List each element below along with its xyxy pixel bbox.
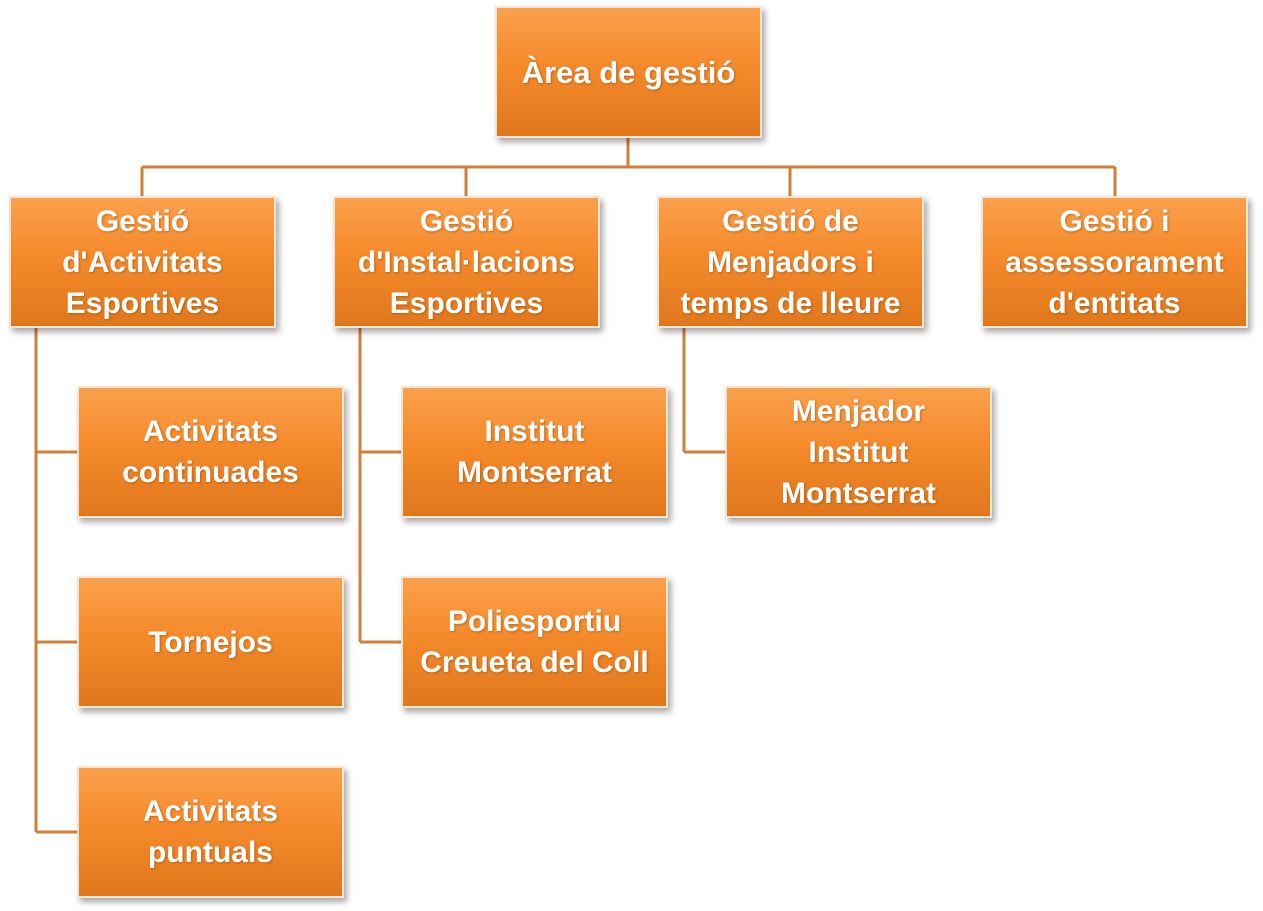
child-node-continuous-activities: Activitats continuades bbox=[77, 386, 344, 518]
child-node-one-off-activities: Activitats puntuals bbox=[77, 766, 344, 898]
root-node: Àrea de gestió bbox=[495, 6, 762, 138]
branch-node-sports-facilities: Gestió d'Instal·lacions Esportives bbox=[333, 196, 600, 328]
child-node-label: Tornejos bbox=[148, 625, 273, 659]
branch-node-entities-advice: Gestió i assessorament d'entitats bbox=[981, 196, 1248, 328]
child-node-label: Institut Montserrat bbox=[456, 415, 613, 489]
branch-node-label: Gestió i assessorament d'entitats bbox=[1005, 204, 1224, 320]
child-node-institut-montserrat: Institut Montserrat bbox=[401, 386, 668, 518]
branch-node-label: Gestió de Menjadors i temps de lleure bbox=[680, 204, 901, 320]
root-node-label: Àrea de gestió bbox=[521, 54, 736, 90]
branch-node-canteens-leisure: Gestió de Menjadors i temps de lleure bbox=[657, 196, 924, 328]
child-node-label: Poliesportiu Creueta del Coll bbox=[420, 605, 649, 679]
branch-node-label: Gestió d'Instal·lacions Esportives bbox=[357, 204, 576, 320]
child-node-label: Menjador Institut Montserrat bbox=[780, 394, 937, 510]
branch-node-label: Gestió d'Activitats Esportives bbox=[62, 204, 223, 320]
child-node-poliesportiu: Poliesportiu Creueta del Coll bbox=[401, 576, 668, 708]
child-node-label: Activitats continuades bbox=[122, 415, 299, 489]
branch-node-sports-activities: Gestió d'Activitats Esportives bbox=[9, 196, 276, 328]
child-node-label: Activitats puntuals bbox=[142, 795, 279, 869]
child-node-tournaments: Tornejos bbox=[77, 576, 344, 708]
child-node-canteen-institut: Menjador Institut Montserrat bbox=[725, 386, 992, 518]
